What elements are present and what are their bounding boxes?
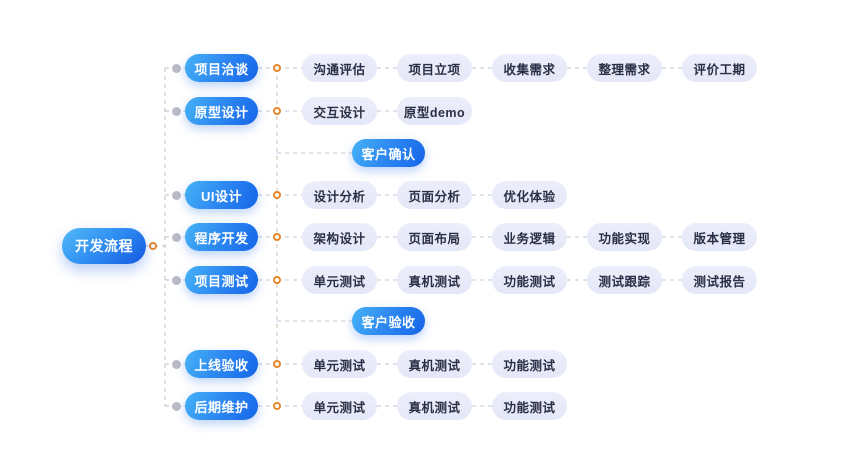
step-node-r5c4[interactable]: 测试跟踪 xyxy=(587,266,662,294)
milestone-node-2-label: 客户验收 xyxy=(361,314,416,330)
connector-dot-stage-7 xyxy=(172,402,181,411)
stage-node-1-label: 项目洽谈 xyxy=(194,61,249,77)
step-node-r6c1[interactable]: 单元测试 xyxy=(302,350,377,378)
stage-node-6-label: 上线验收 xyxy=(194,357,249,373)
connector-dot-stage-2 xyxy=(172,107,181,116)
step-label: 页面分析 xyxy=(408,189,461,204)
step-label: 优化体验 xyxy=(503,189,556,204)
step-label: 评价工期 xyxy=(693,62,746,77)
step-node-r3c1[interactable]: 设计分析 xyxy=(302,181,377,209)
milestone-node-1-label: 客户确认 xyxy=(361,146,416,162)
connector-dot-stage-6 xyxy=(172,360,181,369)
step-node-r4c5[interactable]: 版本管理 xyxy=(682,223,757,251)
step-node-r4c1[interactable]: 架构设计 xyxy=(302,223,377,251)
stage-node-7[interactable]: 后期维护 xyxy=(185,392,258,420)
step-label: 单元测试 xyxy=(313,400,366,415)
step-node-r1c2[interactable]: 项目立项 xyxy=(397,54,472,82)
stage-node-4-label: 程序开发 xyxy=(194,230,249,246)
connector-dot-sub-3 xyxy=(273,191,281,199)
step-label: 真机测试 xyxy=(408,274,461,289)
step-label: 测试报告 xyxy=(693,274,746,289)
step-node-r5c2[interactable]: 真机测试 xyxy=(397,266,472,294)
step-node-r7c3[interactable]: 功能测试 xyxy=(492,392,567,420)
connector-dot-root xyxy=(149,242,157,250)
step-node-r4c2[interactable]: 页面布局 xyxy=(397,223,472,251)
step-label: 沟通评估 xyxy=(313,62,366,77)
step-node-r1c5[interactable]: 评价工期 xyxy=(682,54,757,82)
step-label: 功能测试 xyxy=(503,274,556,289)
milestone-node-2[interactable]: 客户验收 xyxy=(352,307,425,335)
stage-node-3-label: UI设计 xyxy=(200,188,242,204)
connector-dot-stage-4 xyxy=(172,233,181,242)
stage-node-2-label: 原型设计 xyxy=(194,104,249,120)
stage-node-6[interactable]: 上线验收 xyxy=(185,350,258,378)
step-node-r5c1[interactable]: 单元测试 xyxy=(302,266,377,294)
step-label: 交互设计 xyxy=(313,105,366,120)
step-node-r6c2[interactable]: 真机测试 xyxy=(397,350,472,378)
connector-dot-stage-1 xyxy=(172,64,181,73)
root-node-label: 开发流程 xyxy=(75,238,133,254)
connector-dot-sub-4 xyxy=(273,233,281,241)
step-node-r3c3[interactable]: 优化体验 xyxy=(492,181,567,209)
connector-dot-stage-5 xyxy=(172,276,181,285)
step-node-r4c4[interactable]: 功能实现 xyxy=(587,223,662,251)
step-label: 业务逻辑 xyxy=(503,231,556,246)
stage-node-3[interactable]: UI设计 xyxy=(185,181,258,209)
step-label: 原型demo xyxy=(403,105,466,120)
step-label: 收集需求 xyxy=(503,62,556,77)
step-node-r4c3[interactable]: 业务逻辑 xyxy=(492,223,567,251)
step-label: 项目立项 xyxy=(408,62,461,77)
step-label: 单元测试 xyxy=(313,358,366,373)
connector-dot-sub-2 xyxy=(273,107,281,115)
step-node-r1c3[interactable]: 收集需求 xyxy=(492,54,567,82)
stage-node-5-label: 项目测试 xyxy=(194,273,249,289)
step-label: 测试跟踪 xyxy=(598,274,651,289)
root-node-development-process[interactable]: 开发流程 xyxy=(62,228,146,264)
step-label: 版本管理 xyxy=(693,231,746,246)
step-node-r6c3[interactable]: 功能测试 xyxy=(492,350,567,378)
step-label: 单元测试 xyxy=(313,274,366,289)
step-label: 功能测试 xyxy=(503,358,556,373)
step-node-r1c4[interactable]: 整理需求 xyxy=(587,54,662,82)
connector-dot-sub-6 xyxy=(273,360,281,368)
connector-dot-sub-1 xyxy=(273,64,281,72)
step-node-r7c1[interactable]: 单元测试 xyxy=(302,392,377,420)
step-node-r1c1[interactable]: 沟通评估 xyxy=(302,54,377,82)
stage-node-4[interactable]: 程序开发 xyxy=(185,223,258,251)
step-node-r5c5[interactable]: 测试报告 xyxy=(682,266,757,294)
stage-node-7-label: 后期维护 xyxy=(194,399,249,415)
connector-dot-sub-7 xyxy=(273,402,281,410)
stage-node-5[interactable]: 项目测试 xyxy=(185,266,258,294)
step-label: 真机测试 xyxy=(408,358,461,373)
milestone-node-1[interactable]: 客户确认 xyxy=(352,139,425,167)
step-label: 架构设计 xyxy=(313,231,366,246)
step-node-r7c2[interactable]: 真机测试 xyxy=(397,392,472,420)
step-node-r2c1[interactable]: 交互设计 xyxy=(302,97,377,125)
step-node-r2c2[interactable]: 原型demo xyxy=(397,97,472,125)
step-label: 功能测试 xyxy=(503,400,556,415)
step-label: 功能实现 xyxy=(598,231,651,246)
connector-dot-stage-3 xyxy=(172,191,181,200)
step-label: 页面布局 xyxy=(408,231,461,246)
connector-dot-sub-5 xyxy=(273,276,281,284)
stage-node-2[interactable]: 原型设计 xyxy=(185,97,258,125)
step-label: 真机测试 xyxy=(408,400,461,415)
step-node-r3c2[interactable]: 页面分析 xyxy=(397,181,472,209)
stage-node-1[interactable]: 项目洽谈 xyxy=(185,54,258,82)
step-label: 整理需求 xyxy=(598,62,651,77)
step-node-r5c3[interactable]: 功能测试 xyxy=(492,266,567,294)
step-label: 设计分析 xyxy=(313,189,366,204)
